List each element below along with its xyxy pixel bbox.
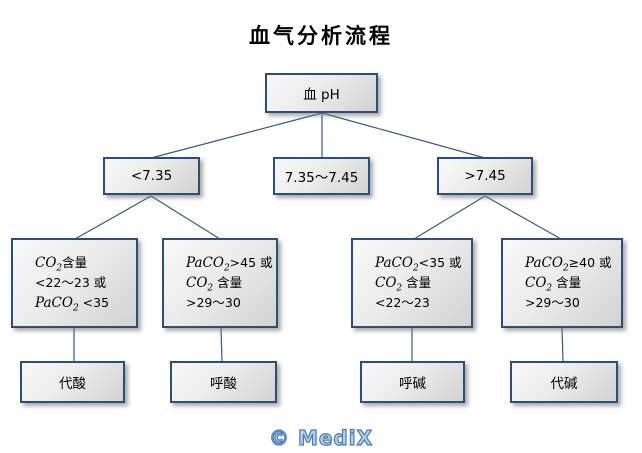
node-label: 呼酸	[210, 376, 237, 392]
connector-root-high	[321, 112, 486, 159]
connector-low-critB	[150, 195, 221, 240]
criteria-line: PaCO2>45 或	[186, 255, 273, 274]
criteria-line: CO2 含量	[186, 275, 243, 294]
criteria-line: <22～23 或	[35, 275, 107, 290]
node-criteria-respiratory-alkalosis: PaCO2<35 或 CO2 含量 <22～23	[351, 238, 473, 328]
node-label: 代碱	[550, 376, 578, 392]
criteria-line: CO2 含量	[375, 275, 432, 294]
node-result-respiratory-acidosis: 呼酸	[170, 361, 277, 403]
node-criteria-metabolic-alkalosis: PaCO2≥40 或 CO2 含量 >29～30	[501, 238, 623, 328]
node-label: >7.45	[464, 168, 506, 184]
page-title: 血气分析流程	[249, 24, 393, 48]
node-blood-ph: 血 pH	[265, 73, 378, 113]
connector-high-critC	[413, 195, 486, 240]
criteria-line: PaCO2 <35	[35, 295, 110, 314]
connector-critD-resD	[561, 327, 564, 362]
criteria-line: CO2 含量	[525, 275, 582, 294]
criteria-line: <22～23	[375, 295, 430, 310]
connector-root-low	[150, 112, 323, 159]
node-criteria-respiratory-acidosis: PaCO2>45 或 CO2 含量 >29～30	[162, 238, 278, 328]
node-ph-normal: 7.35～7.45	[273, 157, 370, 195]
node-criteria-metabolic-acidosis: CO2含量 <22～23 或 PaCO2 <35	[11, 238, 138, 328]
node-label: 7.35～7.45	[284, 170, 359, 186]
node-ph-high: >7.45	[437, 157, 533, 195]
node-label: 血 pH	[303, 87, 340, 103]
node-ph-low: <7.35	[103, 157, 200, 195]
node-label: 呼碱	[399, 376, 426, 392]
criteria-line: >29～30	[186, 295, 241, 310]
node-result-metabolic-acidosis: 代酸	[20, 361, 125, 403]
watermark: © MediX	[268, 425, 374, 450]
connector-high-critD	[484, 195, 562, 240]
criteria-line: PaCO2≥40 或	[525, 255, 612, 274]
connector-critB-resB	[220, 327, 223, 362]
criteria-line: PaCO2<35 或	[375, 255, 462, 274]
node-label: <7.35	[130, 168, 173, 184]
node-result-metabolic-alkalosis: 代碱	[510, 361, 618, 403]
connector-low-critA	[74, 195, 152, 240]
node-label: 代酸	[59, 376, 86, 392]
criteria-line: >29～30	[525, 295, 580, 310]
node-result-respiratory-alkalosis: 呼碱	[360, 361, 465, 403]
criteria-line: CO2含量	[35, 255, 88, 274]
